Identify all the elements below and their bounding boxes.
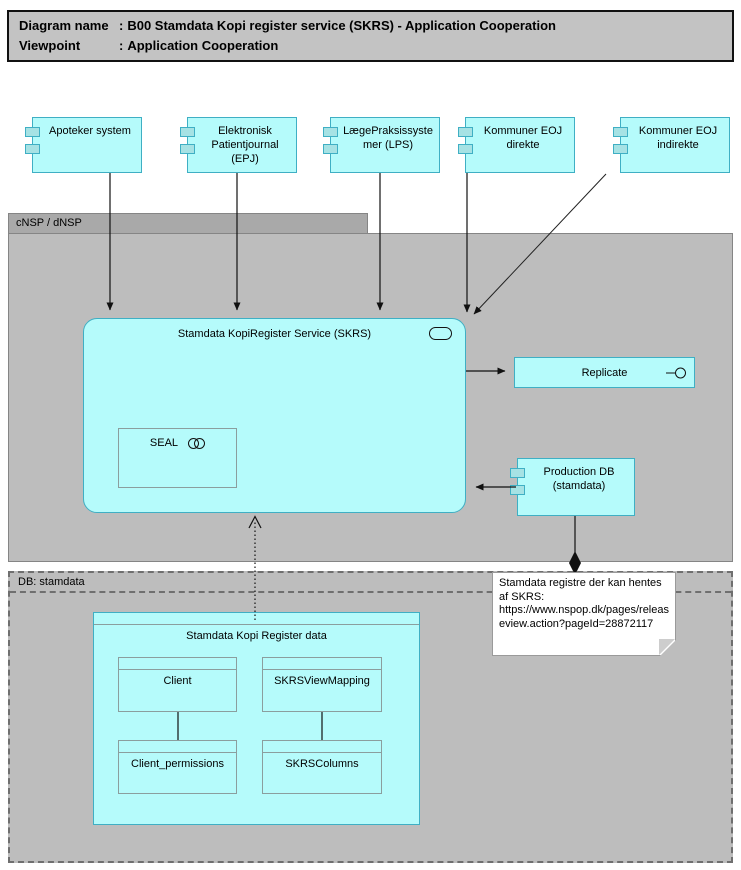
component-ports-icon xyxy=(613,127,628,161)
component-ports-icon xyxy=(180,127,195,161)
component-kommuner-eoj-direkte[interactable]: Kommuner EOJ direkte xyxy=(458,117,575,173)
dataobject-strip xyxy=(94,613,419,625)
component-label: LægePraksissystemer (LPS) xyxy=(343,125,433,151)
table-skrscolumns[interactable]: SKRSColumns xyxy=(262,740,382,794)
component-label: Kommuner EOJ direkte xyxy=(483,125,563,151)
table-client[interactable]: Client xyxy=(118,657,237,712)
component-production-db[interactable]: Production DB (stamdata) xyxy=(510,458,635,516)
component-ports-icon xyxy=(25,127,40,161)
group-db-stamdata-header: DB: stamdata xyxy=(10,573,731,593)
component-lps[interactable]: LægePraksissystemer (LPS) xyxy=(323,117,440,173)
diagram-name-label: Diagram name xyxy=(19,18,109,33)
dataobject-strip xyxy=(263,658,381,670)
diagram-name-separator: : xyxy=(119,18,124,33)
replicate-label: Replicate xyxy=(581,366,628,379)
dataobject-label: Stamdata Kopi Register data xyxy=(186,630,327,642)
component-epj[interactable]: Elektronisk Patientjournal (EPJ) xyxy=(180,117,297,173)
component-label: Kommuner EOJ indirekte xyxy=(638,125,718,151)
component-label: Elektronisk Patientjournal (EPJ) xyxy=(211,125,279,165)
replicate-interface[interactable]: Replicate xyxy=(514,357,695,388)
interface-lollipop-icon xyxy=(666,367,686,378)
viewpoint-value: Application Cooperation xyxy=(127,38,279,53)
component-label: Apoteker system xyxy=(49,125,131,137)
group-cnsp-dnsp-tab[interactable]: cNSP / dNSP xyxy=(8,213,368,233)
component-apoteker-system[interactable]: Apoteker system xyxy=(25,117,142,173)
diagram-title-block: Diagram name:B00 Stamdata Kopi register … xyxy=(7,10,734,62)
service-skrs-label: Stamdata KopiRegister Service (SKRS) xyxy=(177,328,372,340)
viewpoint-row: Viewpoint:Application Cooperation xyxy=(19,36,722,56)
dataobject-strip xyxy=(263,741,381,753)
group-db-stamdata-label: DB: stamdata xyxy=(18,576,85,588)
component-ports-icon xyxy=(458,127,473,161)
viewpoint-label: Viewpoint xyxy=(19,38,81,53)
diagram-name-row: Diagram name:B00 Stamdata Kopi register … xyxy=(19,16,722,36)
table-label: SKRSViewMapping xyxy=(274,675,370,687)
table-label: SKRSColumns xyxy=(285,758,359,770)
component-ports-icon xyxy=(323,127,338,161)
dataobject-strip xyxy=(119,658,236,670)
seal-box[interactable]: SEAL xyxy=(118,428,237,488)
dataobject-strip xyxy=(119,741,236,753)
viewpoint-separator: : xyxy=(119,38,124,53)
component-kommuner-eoj-indirekte[interactable]: Kommuner EOJ indirekte xyxy=(613,117,730,173)
note-stamdata-registre[interactable]: Stamdata registre der kan hentes af SKRS… xyxy=(492,572,676,656)
table-label: Client_permissions xyxy=(131,758,224,770)
table-client-permissions[interactable]: Client_permissions xyxy=(118,740,237,794)
note-text: Stamdata registre der kan hentes af SKRS… xyxy=(499,577,669,630)
application-service-icon xyxy=(429,327,452,340)
component-label: Production DB (stamdata) xyxy=(543,466,615,492)
table-skrsviewmapping[interactable]: SKRSViewMapping xyxy=(262,657,382,712)
seal-label: SEAL xyxy=(149,437,179,449)
collaboration-circles-icon xyxy=(188,437,206,449)
component-ports-icon xyxy=(510,468,525,502)
table-label: Client xyxy=(163,675,192,687)
diagram-name-value: B00 Stamdata Kopi register service (SKRS… xyxy=(127,18,556,33)
group-cnsp-dnsp-label: cNSP / dNSP xyxy=(16,217,82,229)
